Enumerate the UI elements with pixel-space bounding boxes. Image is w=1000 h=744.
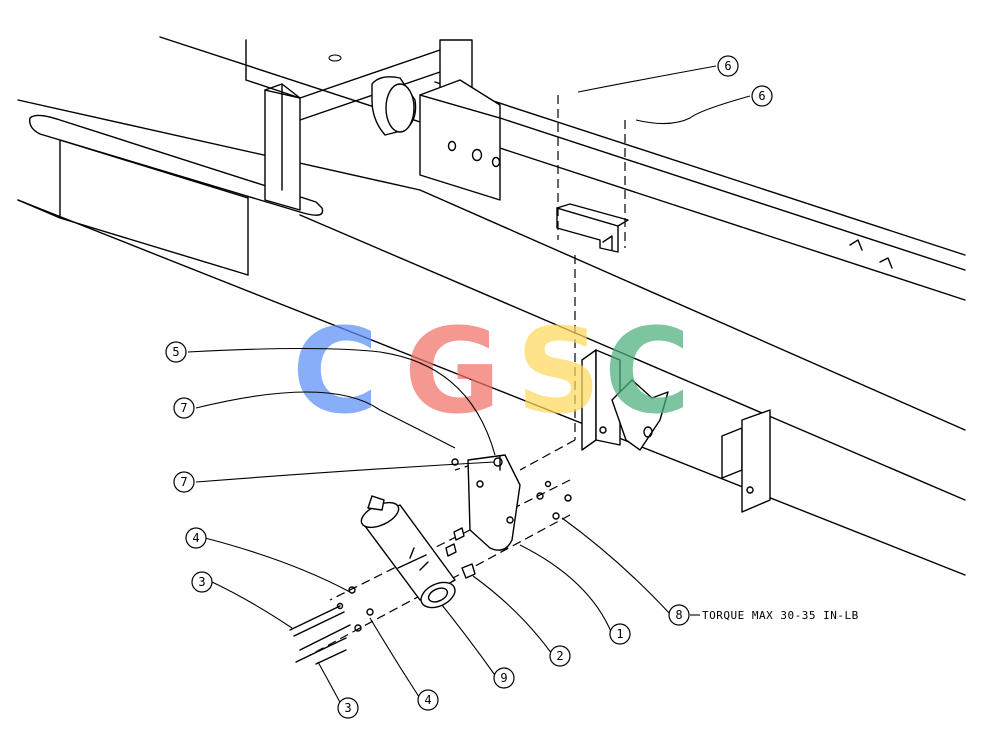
svg-text:8: 8 (675, 608, 682, 622)
svg-text:7: 7 (180, 475, 187, 489)
callout-6b: 6 (751, 85, 773, 107)
callout-2: 2 (549, 645, 571, 667)
callout-5: 5 (165, 341, 187, 363)
watermark-letter: G (404, 302, 501, 440)
svg-text:9: 9 (500, 671, 507, 685)
bolts (289, 605, 351, 665)
callout-9: 9 (493, 667, 515, 689)
motor-plate (467, 454, 521, 551)
tapered-arm (29, 114, 324, 216)
svg-text:7: 7 (180, 401, 187, 415)
callout-8: 8 (668, 604, 690, 626)
svg-text:3: 3 (344, 701, 351, 715)
top-clip-bracket (556, 203, 629, 253)
angle-brackets (581, 349, 771, 513)
callout-7b: 7 (173, 471, 195, 493)
frame-rail-upper (159, 36, 966, 301)
svg-text:5: 5 (172, 345, 179, 359)
watermark: C G S C (292, 302, 691, 440)
callout-6a: 6 (717, 55, 739, 77)
callout-1: 1 (609, 623, 631, 645)
motor (360, 495, 456, 609)
svg-text:2: 2 (556, 649, 563, 663)
svg-text:6: 6 (758, 89, 765, 103)
watermark-letter: C (604, 302, 691, 440)
svg-text:3: 3 (198, 575, 205, 589)
svg-text:6: 6 (724, 59, 731, 73)
callout-3b: 3 (337, 697, 359, 719)
callout-4a: 4 (185, 527, 207, 549)
callouts: 6 6 5 7 7 4 3 3 (165, 55, 773, 719)
torque-note: TORQUE MAX 30-35 IN-LB (702, 609, 859, 622)
svg-text:1: 1 (616, 627, 623, 641)
fasteners (336, 458, 572, 632)
leader-lines (187, 65, 751, 707)
callout-4b: 4 (417, 689, 439, 711)
frame-rail-main (17, 99, 966, 576)
watermark-letter: C (292, 302, 379, 440)
mounting-plate-rear (419, 79, 501, 201)
svg-text:4: 4 (192, 531, 199, 545)
svg-text:4: 4 (424, 693, 431, 707)
watermark-letter: S (516, 302, 601, 440)
callout-3a: 3 (191, 571, 213, 593)
rail-ribs (849, 239, 893, 269)
callout-7a: 7 (173, 397, 195, 419)
